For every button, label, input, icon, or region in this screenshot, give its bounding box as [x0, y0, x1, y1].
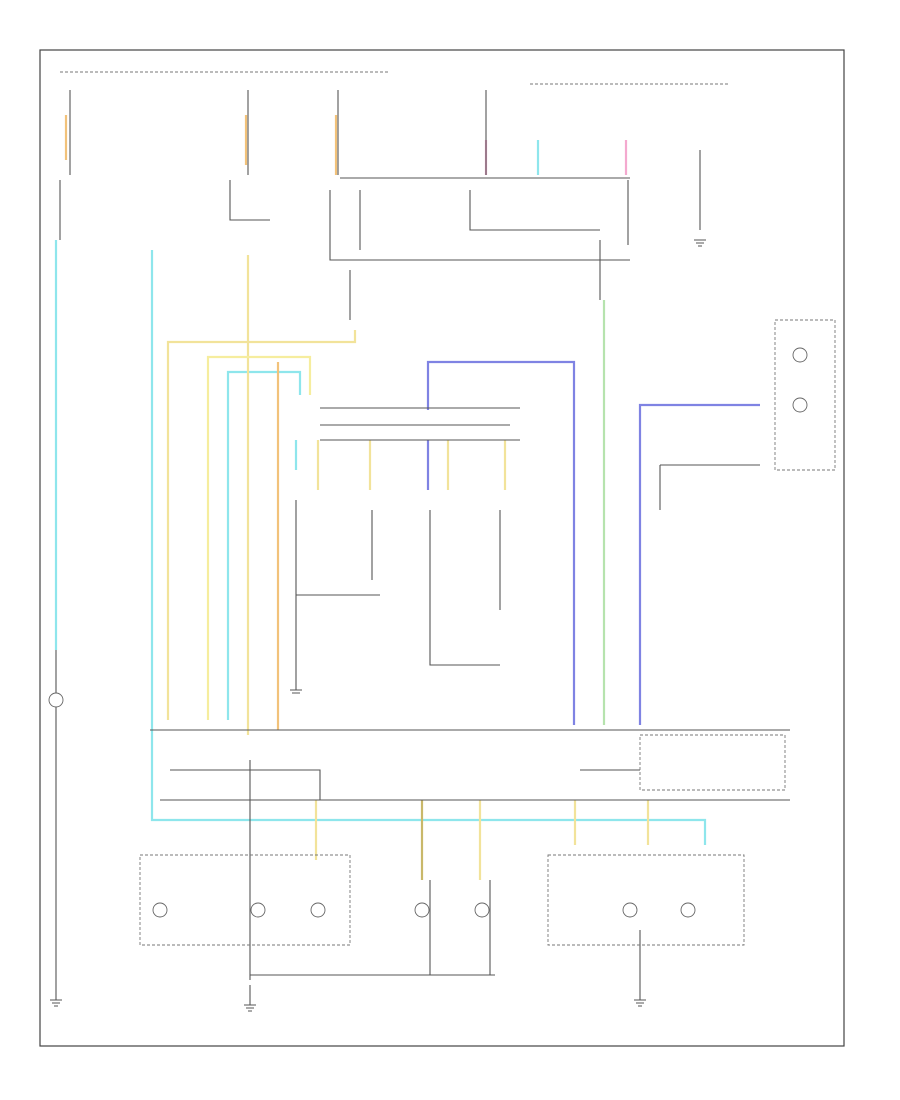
ground-left: [50, 999, 62, 1007]
ground-mid-1: [290, 689, 302, 694]
ground-top-right: [694, 239, 706, 247]
lighting-module: [639, 734, 786, 791]
wire-light-blue-3: [226, 370, 302, 720]
bulbs: [48, 347, 808, 918]
instrument-cluster: [774, 319, 836, 471]
bulb-left-3: [310, 902, 326, 918]
component-boxes: [139, 319, 836, 946]
bulb-center-2: [474, 902, 490, 918]
bulb-left-2: [250, 902, 266, 918]
colored-wires: [54, 115, 760, 880]
wire-blue-1: [426, 360, 576, 725]
black-wires: [55, 90, 790, 1005]
bulb-left-1: [152, 902, 168, 918]
ground-center: [244, 1004, 256, 1012]
bulb-left-side: [48, 692, 64, 708]
ground-right: [634, 999, 646, 1007]
left-lamp-assembly: [139, 854, 351, 946]
bulb-cluster-1: [792, 347, 808, 363]
wire-yellow-2: [166, 330, 357, 720]
bulb-right-2: [680, 902, 696, 918]
diagram-frame: [39, 49, 845, 1047]
bulb-right-1: [622, 902, 638, 918]
wire-yellow-3: [206, 355, 312, 720]
grounds: [50, 239, 706, 1012]
bulb-center-1: [414, 902, 430, 918]
wire-blue-3: [638, 403, 760, 725]
right-lamp-assembly: [547, 854, 745, 946]
bulb-cluster-2: [792, 397, 808, 413]
wire-light-blue-2: [150, 250, 707, 845]
